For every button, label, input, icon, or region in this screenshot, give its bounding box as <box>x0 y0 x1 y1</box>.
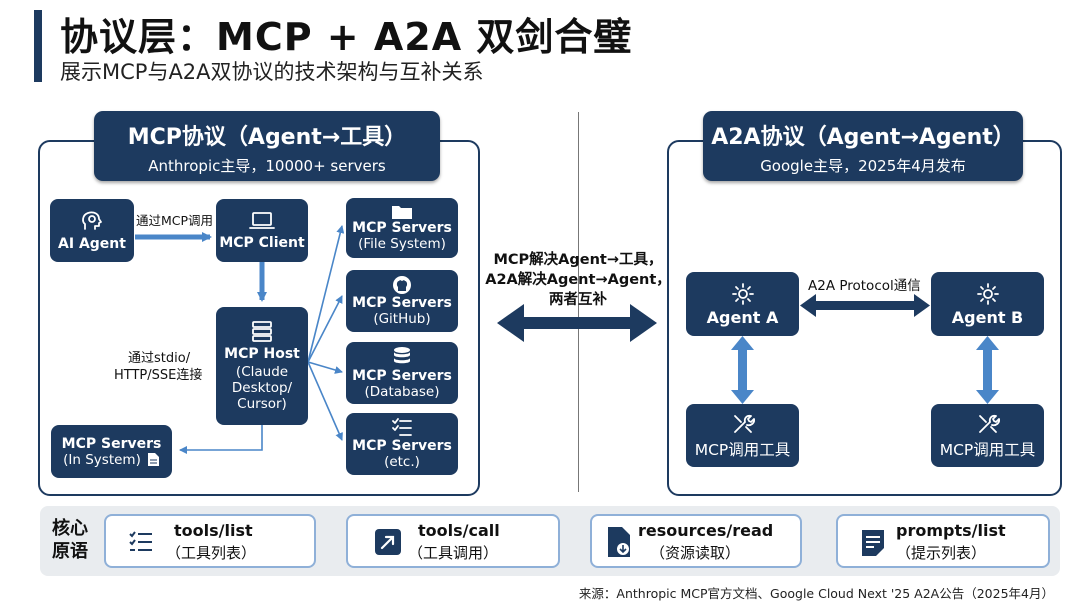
agent-b-tool-label: MCP调用工具 <box>939 440 1036 459</box>
tools-icon <box>978 414 1000 433</box>
a2a-panel-title: A2A协议（Agent→Agent） <box>711 125 1015 150</box>
agent-a-tool-node: MCP调用工具 <box>686 404 799 467</box>
mcp-host-sub-3: Cursor) <box>237 396 287 412</box>
server-fs-sub: (File System) <box>358 236 446 252</box>
tools-icon <box>733 414 755 433</box>
mcp-host-node: MCP Host (Claude Desktop/ Cursor) <box>216 307 308 425</box>
core-item-4-sub: （提示列表） <box>896 544 987 562</box>
core-item-3-title: resources/read <box>638 521 774 540</box>
mcp-client-label: MCP Client <box>219 235 305 251</box>
ai-agent-node: AI Agent <box>50 199 134 262</box>
call-label: 通过MCP调用 <box>136 213 214 228</box>
server-etc-sub: (etc.) <box>384 454 420 470</box>
mcp-host-sub-2: Desktop/ <box>231 380 293 396</box>
source-note: 来源：Anthropic MCP官方文档、Google Cloud Next '… <box>578 586 1054 601</box>
center-line-2: A2A解决Agent→Agent， <box>485 272 671 288</box>
core-label-1: 核心 <box>52 518 88 539</box>
agent-b-tool-arrow <box>976 336 999 404</box>
github-icon <box>393 276 411 294</box>
database-icon <box>394 347 410 364</box>
center-line-1: MCP解决Agent→工具， <box>493 252 663 268</box>
page-subtitle: 展示MCP与A2A双协议的技术架构与互补关系 <box>60 60 484 84</box>
external-arrow-icon <box>375 529 401 555</box>
agent-b-node: Agent B <box>931 272 1044 336</box>
notes-icon <box>862 530 884 556</box>
folder-icon <box>392 206 412 219</box>
core-item-3-sub: （资源读取） <box>650 544 741 562</box>
agent-a-node: Agent A <box>686 272 799 336</box>
agent-a-tool-arrow <box>731 336 754 404</box>
file-icon <box>147 453 159 466</box>
arrow-host-to-etc <box>307 361 343 441</box>
conn-label-1: 通过stdio/ <box>128 351 191 366</box>
arrow-host-to-fs <box>307 225 345 363</box>
agent-a-tool-label: MCP调用工具 <box>694 440 791 459</box>
core-item-1-sub: （工具列表） <box>166 544 257 562</box>
core-item-prompts-list: prompts/list （提示列表） <box>836 514 1050 568</box>
agent-double-arrow <box>800 294 930 317</box>
mcp-server-database: MCP Servers (Database) <box>346 342 458 404</box>
list-check-icon <box>129 531 152 551</box>
insystem-title: MCP Servers <box>61 435 162 452</box>
agent-b-label: Agent B <box>951 307 1024 327</box>
center-double-arrow <box>497 304 657 342</box>
mcp-server-etc: MCP Servers (etc.) <box>346 413 458 475</box>
brain-head-icon <box>82 211 102 230</box>
mcp-server-insystem: MCP Servers (In System) <box>51 425 172 478</box>
arrow-host-to-insystem <box>179 425 263 454</box>
core-item-4-title: prompts/list <box>896 521 1006 540</box>
center-divider <box>578 112 579 492</box>
agent-b-tool-node: MCP调用工具 <box>931 404 1044 467</box>
server-stack-icon <box>252 321 272 342</box>
mcp-panel-subtitle: Anthropic主导，10000+ servers <box>148 157 386 175</box>
a2a-panel-subtitle: Google主导，2025年4月发布 <box>760 157 966 175</box>
mcp-server-github: MCP Servers (GitHub) <box>346 270 458 332</box>
mcp-panel-title: MCP协议（Agent→工具） <box>127 125 407 150</box>
page-title: 协议层：MCP + A2A 双剑合璧 <box>60 15 633 59</box>
core-item-2-sub: （工具调用） <box>408 544 499 562</box>
sun-hub-icon <box>976 282 999 305</box>
checklist-icon <box>392 418 412 436</box>
mcp-host-sub-1: (Claude <box>235 364 289 380</box>
core-item-1-title: tools/list <box>174 521 253 540</box>
a2a-panel-header: A2A协议（Agent→Agent） Google主导，2025年4月发布 <box>703 111 1023 181</box>
core-item-tools-list: tools/list （工具列表） <box>104 514 316 568</box>
mcp-panel-header: MCP协议（Agent→工具） Anthropic主导，10000+ serve… <box>94 111 440 181</box>
mcp-host-label: MCP Host <box>224 346 300 362</box>
agent-a-label: Agent A <box>706 307 779 327</box>
core-item-resources-read: resources/read （资源读取） <box>590 514 802 568</box>
core-item-2-title: tools/call <box>418 521 500 540</box>
mcp-client-node: MCP Client <box>216 199 308 262</box>
server-db-sub: (Database) <box>364 384 440 400</box>
arrow-host-to-db <box>307 361 343 374</box>
core-label: 核心 原语 <box>52 517 88 563</box>
ai-agent-label: AI Agent <box>58 236 126 252</box>
server-gh-title: MCP Servers <box>352 295 452 311</box>
sun-hub-icon <box>731 282 754 305</box>
mcp-server-filesystem: MCP Servers (File System) <box>346 198 458 258</box>
document-download-icon <box>608 527 630 557</box>
core-item-tools-call: tools/call （工具调用） <box>346 514 560 568</box>
laptop-icon <box>249 212 275 229</box>
server-gh-sub: (GitHub) <box>373 311 431 327</box>
core-label-2: 原语 <box>52 541 88 562</box>
a2a-protocol-label: A2A Protocol通信 <box>808 278 921 294</box>
server-db-title: MCP Servers <box>352 368 452 384</box>
conn-label-2: HTTP/SSE连接 <box>114 368 203 383</box>
server-fs-title: MCP Servers <box>352 220 452 236</box>
title-accent-bar <box>34 10 42 82</box>
center-line-3: 两者互补 <box>549 292 607 308</box>
arrow-host-to-github <box>307 295 343 363</box>
insystem-sub: (In System) <box>63 451 141 468</box>
server-etc-title: MCP Servers <box>352 438 452 454</box>
center-summary: MCP解决Agent→工具， A2A解决Agent→Agent， 两者互补 <box>480 250 676 310</box>
